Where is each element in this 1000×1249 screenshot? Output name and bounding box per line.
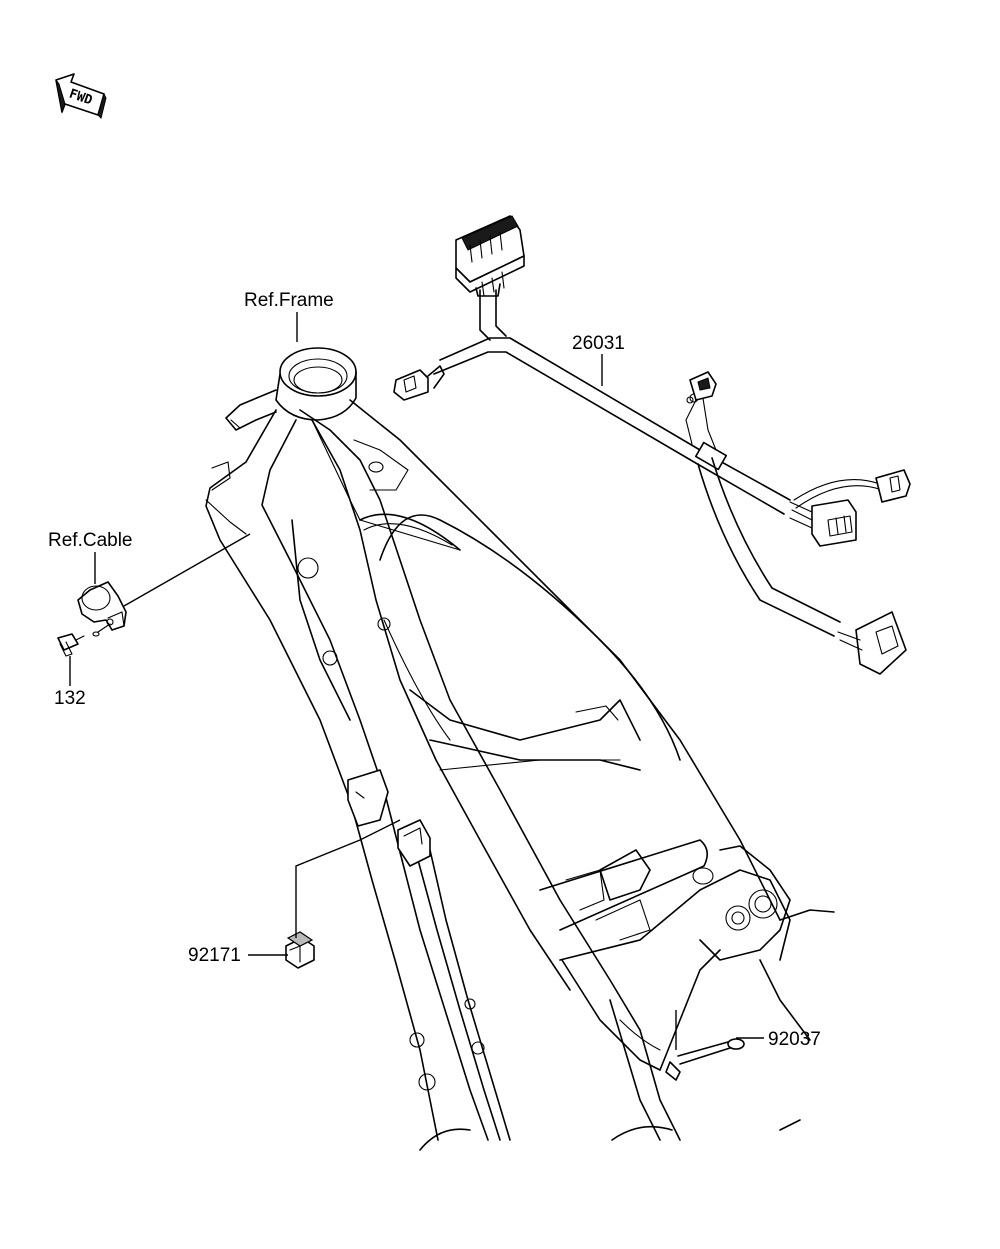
leader-lines [69,312,764,1050]
frame-drawing [205,347,835,1151]
leader-92171-to-frame [295,819,401,938]
label-ref-frame: Ref.Frame [244,290,334,311]
cable-clamp-ref [77,581,127,637]
label-ref-cable: Ref.Cable [48,530,133,551]
label-132: 132 [54,688,86,709]
leader-ref-cable-to-frame [123,533,251,607]
wiring-harness-26031 [393,215,911,675]
label-26031: 26031 [572,333,625,354]
label-92037: 92037 [768,1029,821,1050]
pin-92037 [665,1038,745,1081]
clip-92171 [285,931,315,969]
label-92171: 92171 [188,945,241,966]
frame-mounted-clip [347,769,431,867]
bolt-132 [57,633,85,657]
fwd-label: FWD [67,87,94,109]
fwd-arrow-icon: FWD [55,73,107,119]
